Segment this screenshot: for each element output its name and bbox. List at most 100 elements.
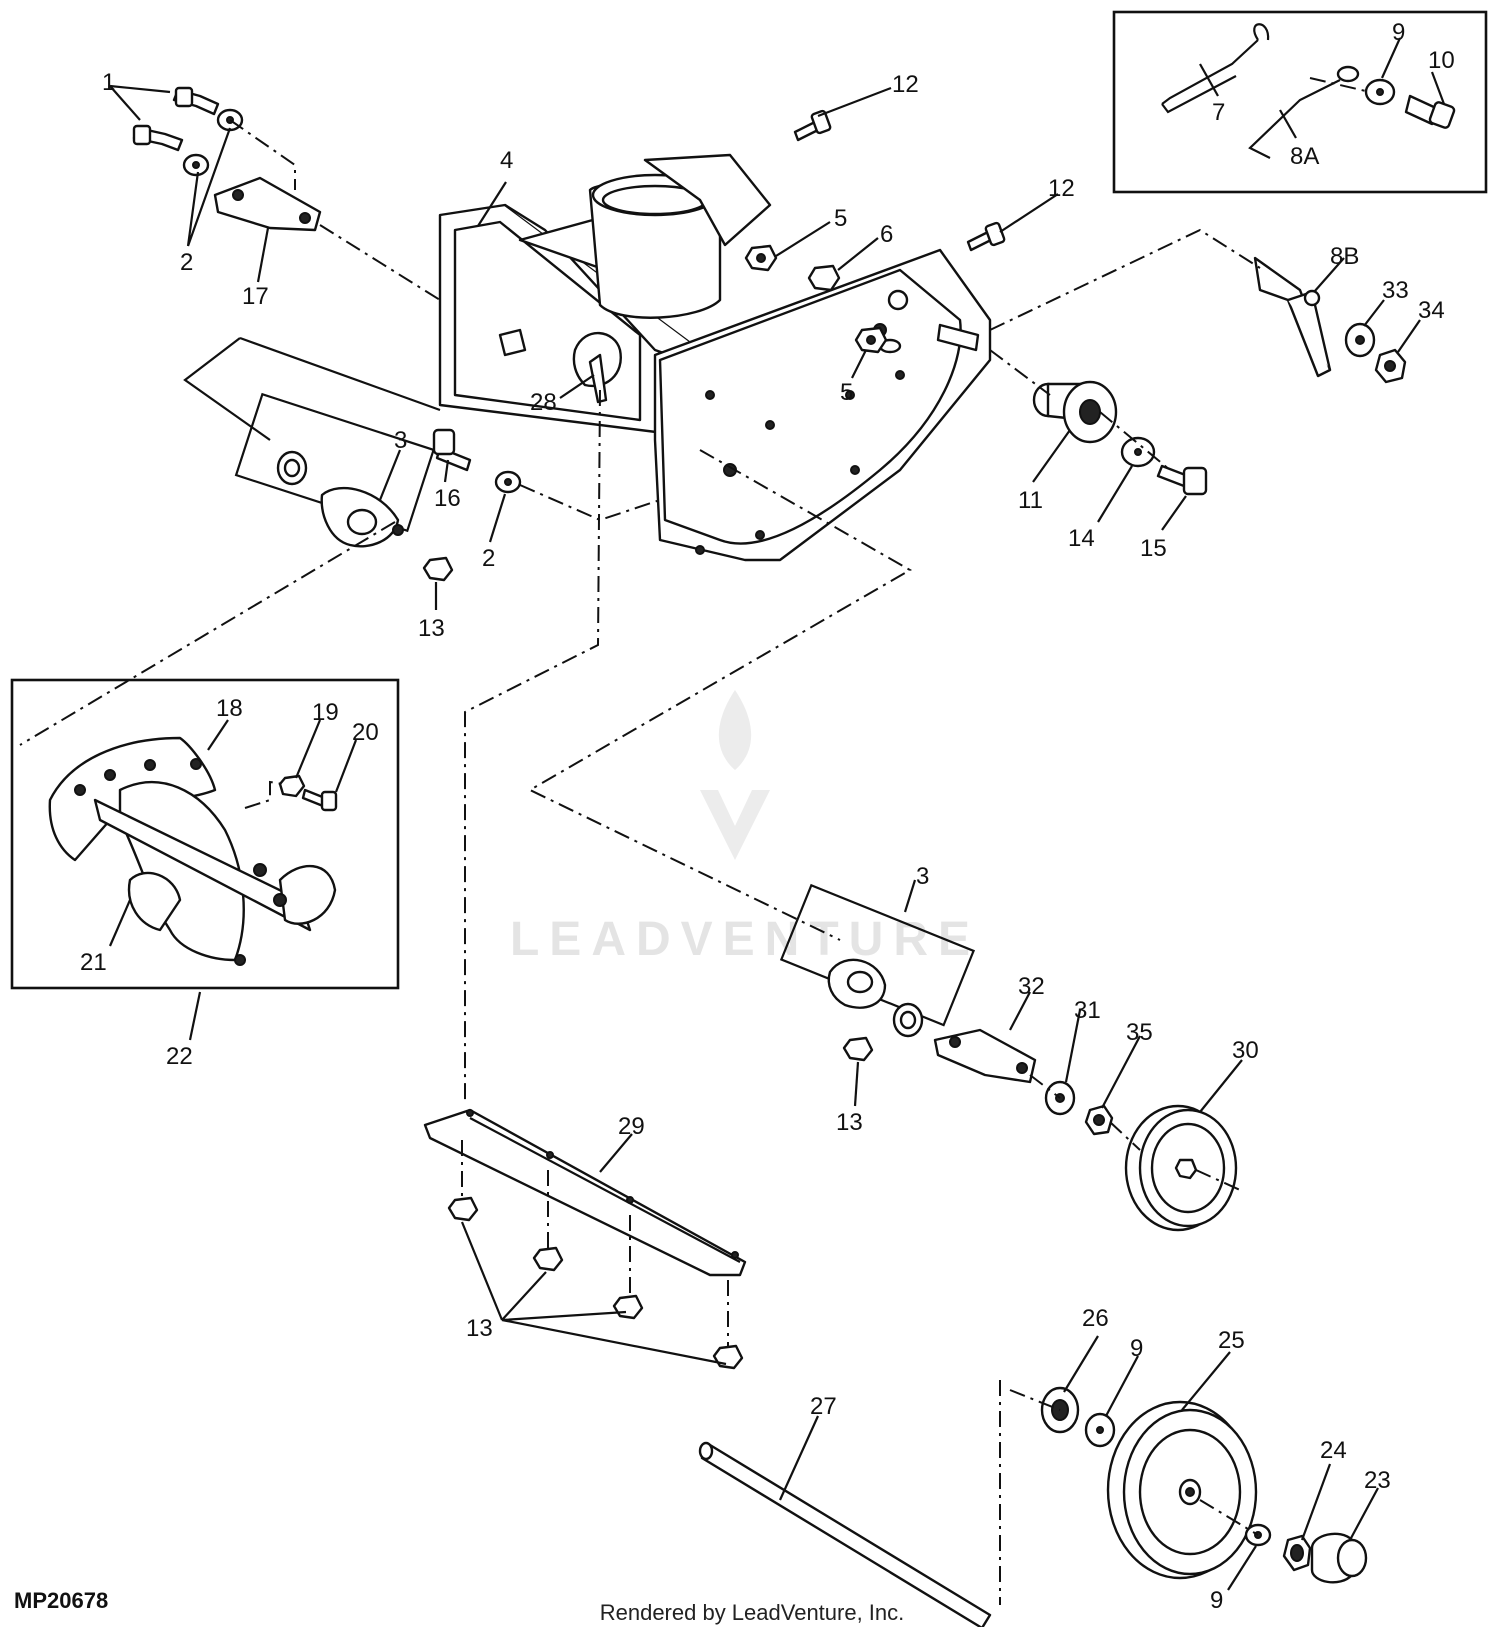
callout-25: 25 bbox=[1218, 1327, 1245, 1354]
callout-18: 18 bbox=[216, 695, 243, 722]
leader-dash bbox=[989, 349, 1171, 471]
leader-dash bbox=[229, 119, 441, 301]
callout-31: 31 bbox=[1074, 997, 1101, 1024]
callout-13-lower: 13 bbox=[836, 1109, 863, 1136]
callout-28: 28 bbox=[530, 389, 557, 416]
leader-dash bbox=[1309, 77, 1371, 93]
flame-logo-icon bbox=[718, 690, 752, 770]
callout-33: 33 bbox=[1382, 277, 1409, 304]
leader-dash bbox=[1009, 1389, 1259, 1536]
callout-7: 7 bbox=[1212, 99, 1225, 126]
part-8b-clip bbox=[1253, 256, 1332, 378]
callout-13-upper: 13 bbox=[418, 615, 445, 642]
part-1-bolts bbox=[132, 86, 220, 152]
callout-27: 27 bbox=[810, 1393, 837, 1420]
callout-24: 24 bbox=[1320, 1437, 1347, 1464]
part-4-auger-housing bbox=[438, 153, 992, 562]
part-22-auger-assembly bbox=[48, 736, 337, 966]
housing-bolt bbox=[498, 328, 527, 357]
callout-6: 6 bbox=[880, 221, 893, 248]
callout-29: 29 bbox=[618, 1113, 645, 1140]
part-11-pulley bbox=[1032, 380, 1118, 444]
part-32-plate bbox=[933, 1028, 1037, 1084]
part-13-nut bbox=[422, 556, 454, 582]
callout-1: 1 bbox=[102, 69, 115, 96]
callout-2-upper: 2 bbox=[180, 249, 193, 276]
part-19-nut bbox=[278, 774, 306, 798]
callout-17: 17 bbox=[242, 283, 269, 310]
callout-3-upper: 3 bbox=[394, 427, 407, 454]
part-13-nut-lower bbox=[842, 1036, 874, 1062]
callout-19: 19 bbox=[312, 699, 339, 726]
part-16-bolt bbox=[432, 428, 472, 472]
part-33-washer bbox=[1344, 322, 1376, 358]
part-30-pulley bbox=[1124, 1104, 1238, 1232]
inset-box-auger bbox=[10, 678, 400, 990]
part-15-bolt bbox=[1156, 464, 1208, 496]
callout-leaders bbox=[108, 37, 1446, 1591]
watermark: LEADVENTURE bbox=[510, 690, 980, 966]
callout-4: 4 bbox=[500, 147, 513, 174]
watermark-text: LEADVENTURE bbox=[510, 913, 980, 966]
leader-dash bbox=[461, 1140, 729, 1346]
callout-9-wheel-outer: 9 bbox=[1210, 1587, 1223, 1614]
callout-9-wheel-inner: 9 bbox=[1130, 1335, 1143, 1362]
leader-dash bbox=[1029, 1074, 1241, 1191]
outline-line bbox=[239, 336, 441, 412]
callout-12-right: 12 bbox=[1048, 175, 1075, 202]
part-13-nuts-shave bbox=[447, 1196, 744, 1370]
part-34-nut bbox=[1374, 348, 1407, 384]
part-14-washer bbox=[1120, 436, 1156, 468]
render-credit: Rendered by LeadVenture, Inc. bbox=[600, 1600, 905, 1625]
leader-dash bbox=[519, 484, 661, 522]
callout-3-lower: 3 bbox=[916, 863, 929, 890]
leader-dash bbox=[19, 521, 396, 746]
inset-box-chute-clips bbox=[1112, 10, 1488, 194]
callout-20: 20 bbox=[352, 719, 379, 746]
callout-21: 21 bbox=[80, 949, 107, 976]
callout-26: 26 bbox=[1082, 1305, 1109, 1332]
callout-35: 35 bbox=[1126, 1019, 1153, 1046]
part-29-shave-plate bbox=[423, 1108, 747, 1277]
v-logo-icon bbox=[700, 790, 770, 860]
callout-32: 32 bbox=[1018, 973, 1045, 1000]
part-9-washer-inner bbox=[1084, 1412, 1116, 1448]
callout-15: 15 bbox=[1140, 535, 1167, 562]
part-3-bearing-lower bbox=[827, 958, 924, 1038]
part-35-nut bbox=[1084, 1104, 1114, 1136]
callout-8a: 8A bbox=[1290, 143, 1319, 170]
part-28-knob bbox=[572, 331, 622, 404]
callout-2-lower: 2 bbox=[482, 545, 495, 572]
callout-9-inset: 9 bbox=[1392, 19, 1405, 46]
leader-dash bbox=[989, 228, 1261, 331]
part-9-washer bbox=[1364, 78, 1396, 106]
callout-23: 23 bbox=[1364, 1467, 1391, 1494]
part-12-screw-upper bbox=[793, 109, 832, 142]
callout-12-upper: 12 bbox=[892, 71, 919, 98]
part-27-axle bbox=[698, 1441, 992, 1627]
part-10-bolt bbox=[1404, 94, 1456, 129]
part-17-plate bbox=[213, 176, 322, 232]
callout-5-upper: 5 bbox=[834, 205, 847, 232]
part-20-screw bbox=[301, 788, 338, 812]
part-12-screw-right bbox=[966, 221, 1006, 252]
callout-30: 30 bbox=[1232, 1037, 1259, 1064]
figure-code: MP20678 bbox=[14, 1588, 108, 1613]
callout-5-lower: 5 bbox=[840, 379, 853, 406]
callout-16: 16 bbox=[434, 485, 461, 512]
part-5-nut-lower bbox=[854, 326, 888, 354]
callout-14: 14 bbox=[1068, 525, 1095, 552]
leader-dash bbox=[464, 389, 601, 1100]
part-8a-clip bbox=[1248, 65, 1360, 159]
callout-8b: 8B bbox=[1330, 243, 1359, 270]
part-2-washers bbox=[182, 108, 244, 177]
part-2-washer bbox=[494, 470, 522, 494]
part-25-wheel bbox=[1106, 1400, 1258, 1580]
callout-22: 22 bbox=[166, 1043, 193, 1070]
outline-line bbox=[183, 337, 271, 441]
part-3-bearing-upper bbox=[276, 450, 404, 548]
callout-10: 10 bbox=[1428, 47, 1455, 74]
callout-34: 34 bbox=[1418, 297, 1445, 324]
part-23-cap bbox=[1310, 1532, 1368, 1584]
